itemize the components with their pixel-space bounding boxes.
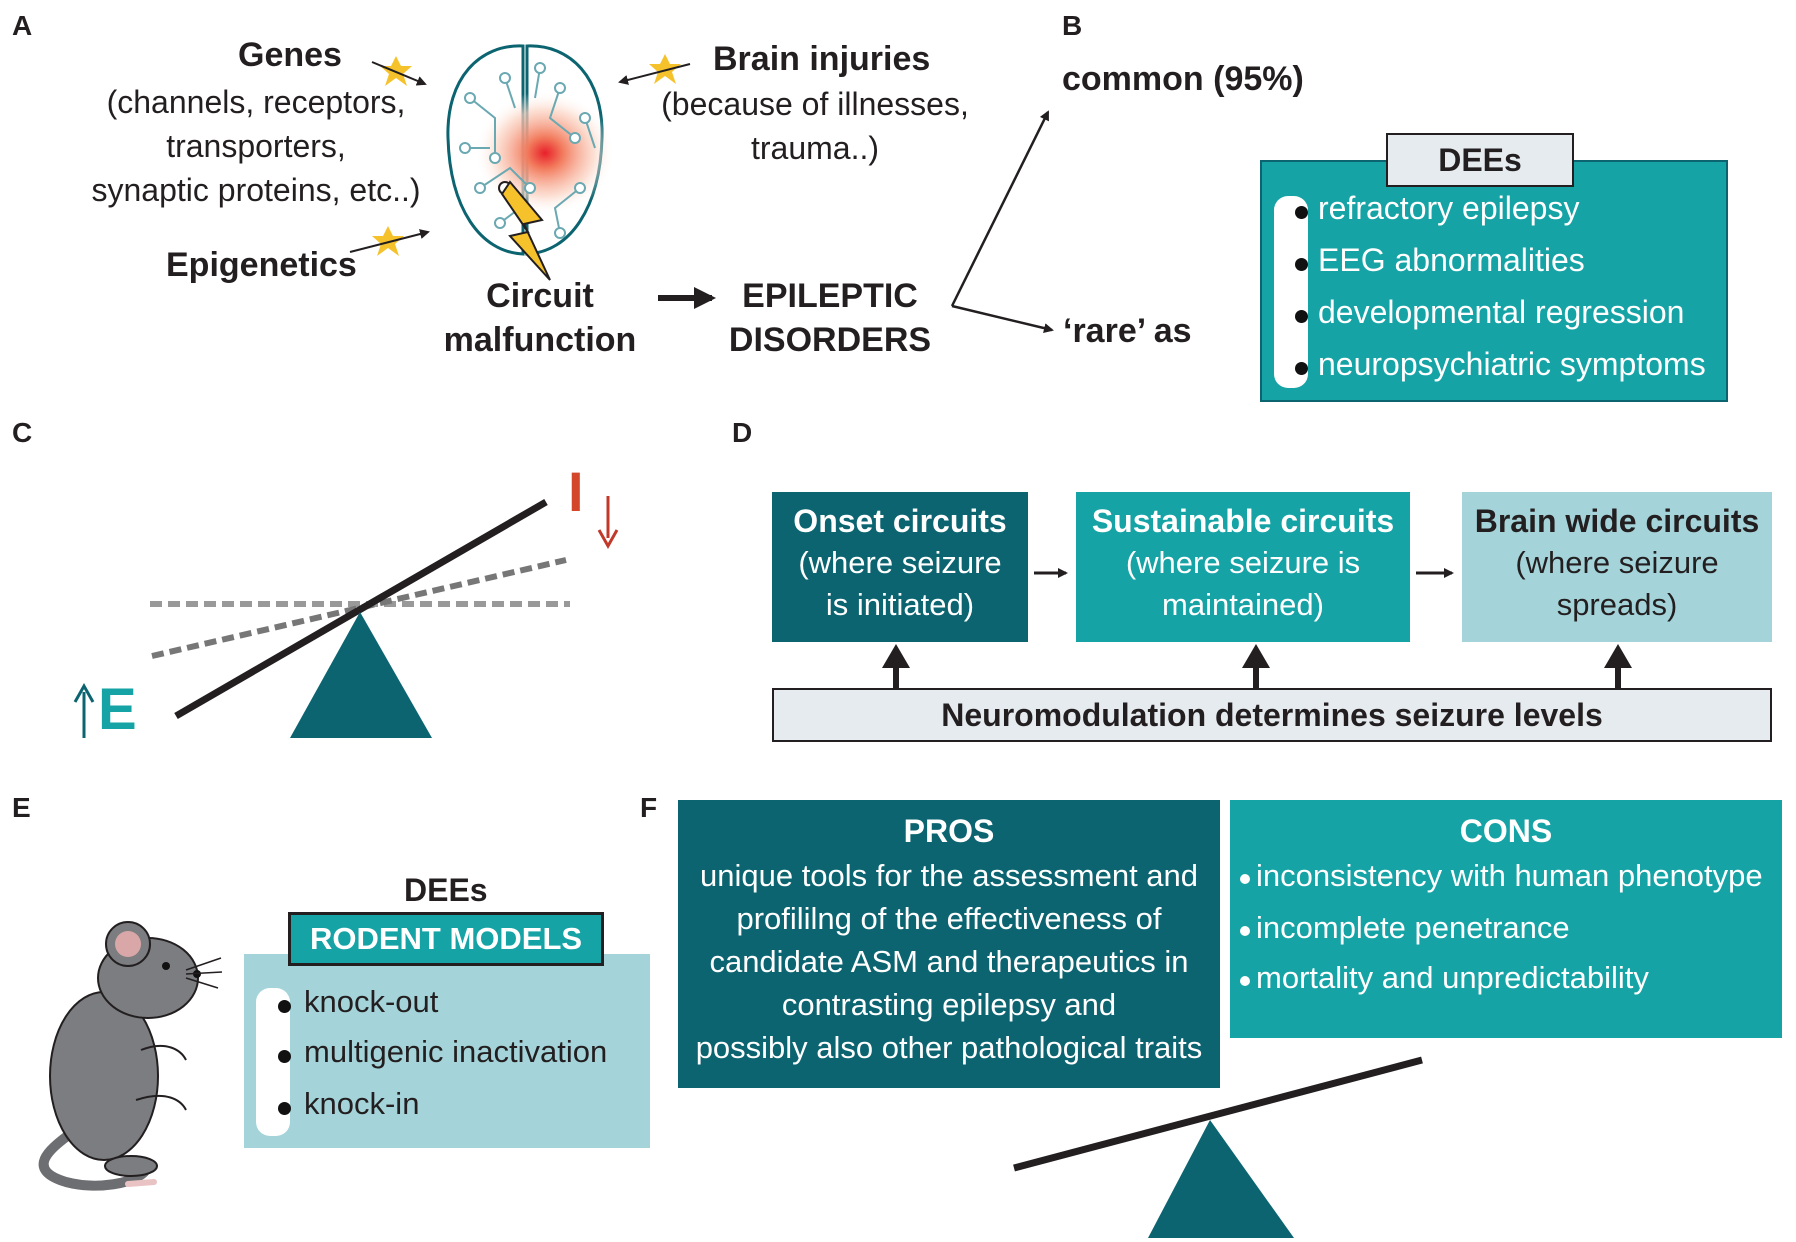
dees-header: DEEs xyxy=(1386,133,1574,187)
panel-label-b: B xyxy=(1062,10,1083,41)
circuit-line: malfunction xyxy=(443,321,637,359)
dees-bullet-bar xyxy=(1274,196,1308,388)
dees-list: refractory epilepsy EEG abnormalities de… xyxy=(1262,190,1726,398)
onset-title: Onset circuits xyxy=(793,503,1007,539)
cons-item-text: incomplete penetrance xyxy=(1256,910,1570,945)
panel-label-f: F xyxy=(640,792,658,823)
rare-arrow xyxy=(951,304,1054,333)
epigenetics-arrow xyxy=(349,229,430,253)
common-arrow xyxy=(950,110,1050,307)
dees-box: refractory epilepsy EEG abnormalities de… xyxy=(1260,160,1728,402)
rodent-item-text: knock-out xyxy=(304,984,439,1019)
dees-item-text: refractory epilepsy xyxy=(1318,190,1580,226)
list-item: inconsistency with human phenotype xyxy=(1230,854,1782,906)
pros-line: possibly also other pathological traits xyxy=(695,1030,1203,1065)
excitation-letter: E xyxy=(98,677,137,742)
pros-cons-balance xyxy=(1013,1056,1423,1238)
cons-box: CONS inconsistency with human phenotype … xyxy=(1230,800,1782,1038)
common-label: common (95%) xyxy=(1062,60,1304,98)
rodent-dees-label: DEEs xyxy=(404,872,488,908)
ei-balance-diagram xyxy=(150,498,570,738)
lightning-icon xyxy=(500,180,551,281)
sustain-title: Sustainable circuits xyxy=(1091,503,1395,539)
cons-item-text: mortality and unpredictability xyxy=(1256,960,1649,995)
star-icon xyxy=(372,226,404,256)
rodent-item-text: multigenic inactivation xyxy=(304,1034,608,1069)
pros-line: candidate ASM and therapeutics in xyxy=(709,944,1189,979)
list-item: multigenic inactivation xyxy=(244,1034,650,1086)
panel-label-a: A xyxy=(12,10,33,41)
circuit-malfunction-label: Circuit malfunction xyxy=(430,274,650,362)
genes-title: Genes xyxy=(238,36,342,74)
rare-label: ‘rare’ as xyxy=(1063,312,1192,350)
pros-cons-fulcrum xyxy=(1148,1120,1294,1238)
pros-line: unique tools for the assessment and xyxy=(699,858,1199,893)
rodent-list: knock-out multigenic inactivation knock-… xyxy=(244,984,650,1138)
onset-line: is initiated) xyxy=(825,587,975,622)
epileptic-disorders-label: EPILEPTIC DISORDERS xyxy=(720,274,940,362)
genes-arrow xyxy=(371,61,427,86)
brain-injuries-description: (because of illnesses, trauma..) xyxy=(650,82,980,170)
dees-item-text: EEG abnormalities xyxy=(1318,242,1585,278)
panel-a-arrows xyxy=(349,61,1054,333)
panel-d-arrows xyxy=(882,568,1632,688)
cons-item-text: inconsistency with human phenotype xyxy=(1256,858,1763,893)
epileptic-line: EPILEPTIC xyxy=(742,277,918,315)
rodent-models-header: RODENT MODELS xyxy=(288,912,604,966)
epileptic-line: DISORDERS xyxy=(728,321,932,359)
sustain-line: maintained) xyxy=(1162,587,1324,622)
mouse-icon xyxy=(38,921,223,1191)
genes-description: (channels, receptors, transporters, syna… xyxy=(86,80,426,212)
panel-label-e: E xyxy=(12,792,31,823)
list-item: mortality and unpredictability xyxy=(1230,956,1782,1006)
brain-wide-circuits-box: Brain wide circuits (where seizure sprea… xyxy=(1462,492,1772,642)
pros-line: contrasting epilepsy and xyxy=(781,987,1117,1022)
star-icon xyxy=(649,54,681,84)
pros-line: profililng of the effectiveness of xyxy=(736,901,1162,936)
pros-box: PROS unique tools for the assessment and… xyxy=(678,800,1220,1088)
onset-circuits-box: Onset circuits (where seizure is initiat… xyxy=(772,492,1028,642)
balance-beam xyxy=(174,498,548,720)
genes-line: transporters, xyxy=(166,128,346,164)
list-item: neuropsychiatric symptoms xyxy=(1262,346,1726,398)
panel-label-d: D xyxy=(732,417,753,448)
circuit-line: Circuit xyxy=(486,277,594,315)
epigenetics-label: Epigenetics xyxy=(166,246,357,284)
cons-title: CONS xyxy=(1459,813,1553,849)
balance-fulcrum xyxy=(290,612,432,738)
list-item: EEG abnormalities xyxy=(1262,242,1726,294)
panel-label-c: C xyxy=(12,417,33,448)
injuries-line: (because of illnesses, xyxy=(661,86,969,122)
injuries-line: trauma..) xyxy=(750,130,880,166)
injuries-arrow xyxy=(618,63,691,85)
brain-injuries-title: Brain injuries xyxy=(713,40,931,78)
arrow-down-icon xyxy=(597,496,619,550)
list-item: developmental regression xyxy=(1262,294,1726,346)
sustain-line: (where seizure is xyxy=(1125,545,1361,580)
dees-item-text: developmental regression xyxy=(1318,294,1685,330)
genes-line: (channels, receptors, xyxy=(106,84,406,120)
list-item: refractory epilepsy xyxy=(1262,190,1726,242)
brainwide-line: spreads) xyxy=(1556,587,1678,622)
list-item: knock-in xyxy=(244,1086,650,1138)
pros-title: PROS xyxy=(903,813,995,849)
onset-line: (where seizure xyxy=(798,545,1002,580)
brainwide-line: (where seizure xyxy=(1515,545,1719,580)
pros-cons-beam xyxy=(1013,1056,1423,1172)
rodent-models-box: knock-out multigenic inactivation knock-… xyxy=(244,954,650,1148)
arrow-up-icon xyxy=(73,682,95,738)
brainwide-title: Brain wide circuits xyxy=(1474,503,1760,539)
list-item: knock-out xyxy=(244,984,650,1034)
rodent-item-text: knock-in xyxy=(304,1086,420,1121)
genes-line: synaptic proteins, etc..) xyxy=(91,172,421,208)
list-item: incomplete penetrance xyxy=(1230,906,1782,956)
neuromodulation-bar: Neuromodulation determines seizure level… xyxy=(772,688,1772,742)
dees-item-text: neuropsychiatric symptoms xyxy=(1318,346,1706,382)
inhibition-letter: I xyxy=(568,460,584,523)
sustainable-circuits-box: Sustainable circuits (where seizure is m… xyxy=(1076,492,1410,642)
